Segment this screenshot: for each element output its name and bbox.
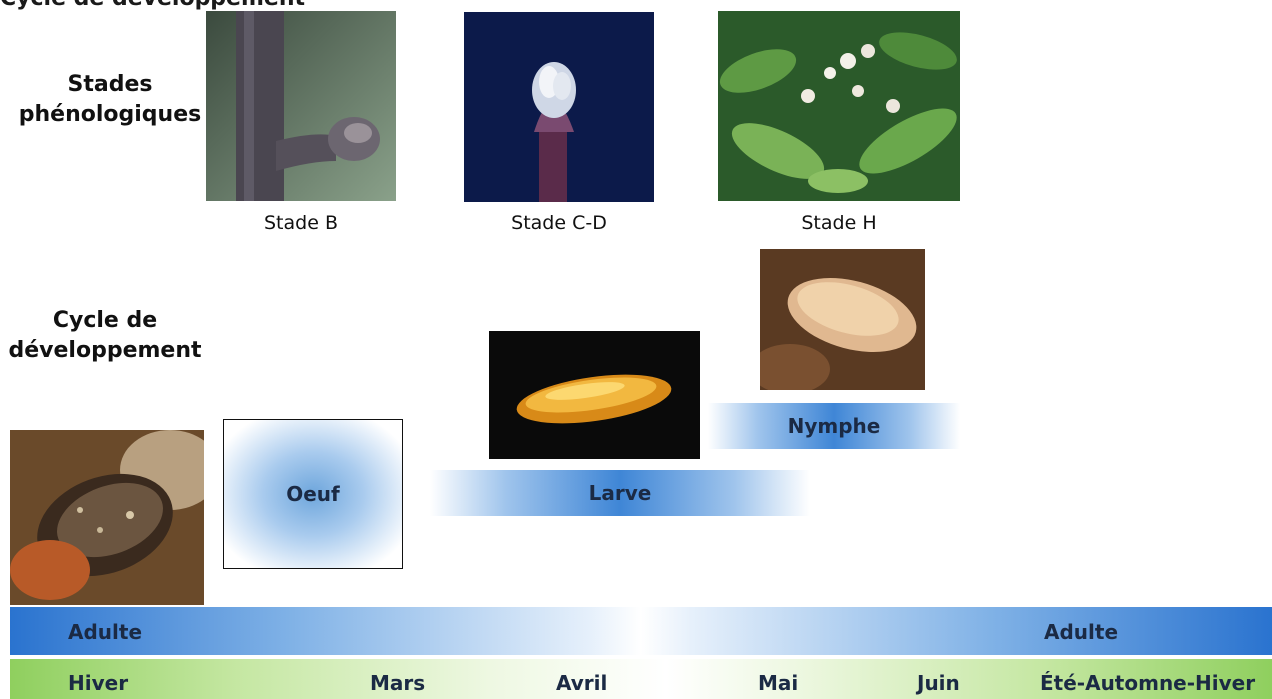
stade-h-caption: Stade H: [718, 212, 960, 234]
adulte-right-label: Adulte: [1044, 620, 1118, 644]
month-hiver: Hiver: [68, 671, 128, 695]
stade-cd-photo: [464, 12, 654, 202]
larve-stage-bar: Larve: [430, 470, 810, 516]
month-mai: Mai: [758, 671, 798, 695]
month-ete-automne-hiver: Été-Automne-Hiver: [1040, 671, 1255, 695]
oeuf-label: Oeuf: [286, 482, 340, 506]
pupa-photo: [760, 249, 925, 390]
month-juin: Juin: [917, 671, 960, 695]
phenology-label-line2: phénologiques: [10, 100, 210, 130]
nymphe-stage-bar: Nymphe: [708, 403, 960, 449]
stade-h-photo: [718, 11, 960, 201]
larva-photo: [489, 331, 700, 459]
page-title: Cycle de développement: [0, 0, 305, 11]
month-avril: Avril: [556, 671, 607, 695]
stade-b-photo: [206, 11, 396, 201]
stade-b-caption: Stade B: [206, 212, 396, 234]
cycle-section-label: Cycle de développement: [0, 306, 210, 366]
oeuf-stage-box: Oeuf: [223, 419, 403, 569]
phenology-section-label: Stades phénologiques: [10, 70, 210, 130]
phenology-label-line1: Stades: [10, 70, 210, 100]
cycle-label-line2: développement: [0, 336, 210, 366]
larve-label: Larve: [589, 481, 652, 505]
month-mars: Mars: [370, 671, 425, 695]
cycle-label-line1: Cycle de: [0, 306, 210, 336]
nymphe-label: Nymphe: [788, 414, 881, 438]
adult-weevil-photo: [10, 430, 204, 605]
stade-cd-caption: Stade C-D: [464, 212, 654, 234]
adulte-left-label: Adulte: [68, 620, 142, 644]
